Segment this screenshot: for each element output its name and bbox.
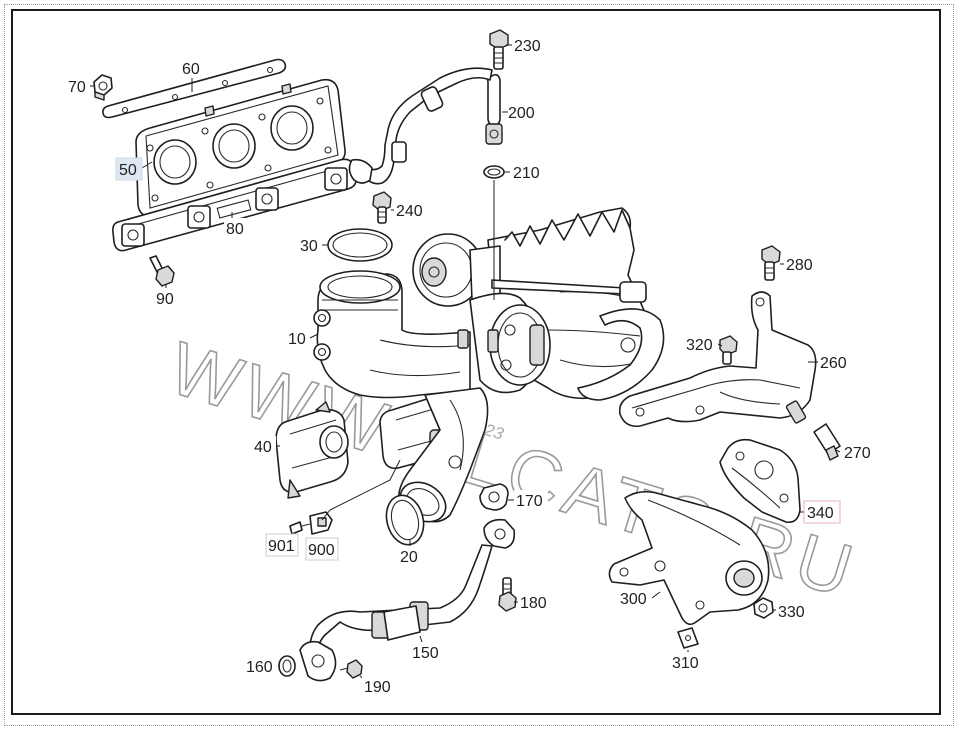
callout-270[interactable]: 270 (842, 442, 876, 462)
svg-text:160: 160 (246, 659, 273, 676)
callout-260[interactable]: 260 (818, 352, 852, 372)
svg-text:20: 20 (400, 549, 418, 566)
part-150-return-line[interactable] (299, 518, 516, 682)
part-330-nut[interactable] (753, 597, 774, 619)
callout-170[interactable]: 170 (514, 490, 548, 510)
callout-40[interactable]: 40 (252, 436, 276, 456)
callout-230[interactable]: 230 (512, 35, 544, 55)
svg-text:30: 30 (300, 238, 318, 255)
svg-text:170: 170 (516, 493, 543, 510)
part-210-seal-ring[interactable] (483, 165, 505, 179)
callout-190[interactable]: 190 (362, 676, 396, 696)
svg-text:210: 210 (513, 165, 540, 182)
part-240-bolt[interactable] (372, 191, 392, 224)
callout-900[interactable]: 900 (305, 537, 339, 561)
svg-text:270: 270 (844, 445, 871, 462)
part-310-clip[interactable] (677, 627, 699, 649)
part-901-clip[interactable] (289, 521, 311, 535)
callout-310[interactable]: 310 (670, 652, 704, 672)
svg-text:230: 230 (514, 38, 541, 55)
part-280-bolt[interactable] (761, 245, 781, 281)
part-190-bolt[interactable] (339, 659, 363, 679)
part-10-turbocharger[interactable] (313, 207, 665, 401)
svg-text:340: 340 (807, 505, 834, 522)
callout-240[interactable]: 240 (394, 200, 428, 220)
part-180-bolt[interactable] (498, 577, 517, 612)
callout-210[interactable]: 210 (511, 162, 543, 182)
svg-text:80: 80 (226, 221, 244, 238)
callout-20[interactable]: 20 (398, 546, 422, 566)
part-outlet-elbow[interactable] (393, 387, 489, 530)
callout-320[interactable]: 320 (684, 334, 718, 354)
svg-text:280: 280 (786, 257, 813, 274)
svg-text:10: 10 (288, 331, 306, 348)
svg-text:50: 50 (119, 162, 137, 179)
svg-text:300: 300 (620, 591, 647, 608)
callout-150[interactable]: 150 (410, 642, 444, 662)
callout-50[interactable]: 50 (115, 157, 143, 181)
callout-80[interactable]: 80 (224, 218, 248, 238)
callout-280[interactable]: 280 (784, 254, 818, 274)
svg-text:90: 90 (156, 291, 174, 308)
svg-text:150: 150 (412, 645, 439, 662)
part-30-o-ring[interactable] (327, 228, 393, 262)
part-300-heat-shield-lower[interactable] (608, 490, 770, 626)
svg-text:260: 260 (820, 355, 847, 372)
svg-text:240: 240 (396, 203, 423, 220)
part-340-shield-bracket[interactable] (719, 438, 801, 524)
part-20-seal-ring[interactable] (381, 491, 429, 549)
svg-text:60: 60 (182, 61, 200, 78)
callout-160[interactable]: 160 (244, 656, 278, 676)
part-60-gasket-strip[interactable] (102, 58, 287, 119)
callout-10[interactable]: 10 (286, 328, 310, 348)
part-160-seal-ring[interactable] (278, 655, 296, 677)
callout-labels: 230 200 210 70 60 50 240 80 30 90 280 10… (66, 35, 876, 696)
page-border (4, 4, 954, 726)
svg-text:190: 190 (364, 679, 391, 696)
part-170-gasket[interactable] (479, 483, 509, 511)
svg-text:180: 180 (520, 595, 547, 612)
part-900-connector[interactable] (309, 511, 333, 535)
part-200-oil-line[interactable] (348, 67, 503, 185)
callout-200[interactable]: 200 (508, 102, 540, 122)
svg-text:330: 330 (778, 604, 805, 621)
svg-text:70: 70 (68, 79, 86, 96)
svg-text:40: 40 (254, 439, 272, 456)
callout-901[interactable]: 901 (265, 533, 299, 557)
part-90-bolt[interactable] (149, 255, 175, 287)
part-70-nut[interactable] (93, 74, 113, 101)
svg-text:900: 900 (308, 542, 335, 559)
svg-text:320: 320 (686, 337, 713, 354)
callout-90[interactable]: 90 (154, 288, 178, 308)
part-230-banjo-bolt[interactable] (489, 29, 509, 70)
callout-60[interactable]: 60 (180, 58, 204, 78)
part-40-control-valve[interactable] (275, 401, 349, 499)
svg-text:901: 901 (268, 538, 295, 555)
callout-30[interactable]: 30 (298, 235, 322, 255)
callout-180[interactable]: 180 (518, 592, 552, 612)
callout-70[interactable]: 70 (66, 76, 90, 96)
svg-text:200: 200 (508, 105, 535, 122)
callout-300[interactable]: 300 (618, 588, 652, 608)
callout-330[interactable]: 330 (776, 601, 810, 621)
part-260-heat-shield[interactable] (618, 291, 817, 428)
svg-text:310: 310 (672, 655, 699, 672)
part-320-bolt[interactable] (719, 335, 738, 365)
part-270-sensor[interactable] (813, 423, 841, 461)
callout-340[interactable]: 340 (803, 500, 841, 524)
